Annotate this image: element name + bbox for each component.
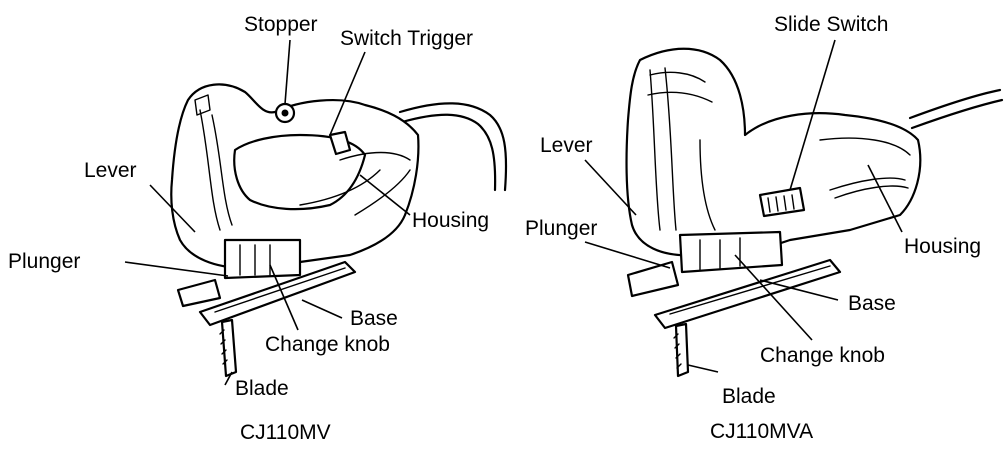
label-blade-left: Blade bbox=[235, 378, 289, 400]
label-plunger-left: Plunger bbox=[8, 251, 80, 273]
label-base-right: Base bbox=[848, 293, 896, 315]
label-lever-right: Lever bbox=[540, 135, 593, 157]
label-stopper-left: Stopper bbox=[244, 14, 318, 36]
model-name-left: CJ110MV bbox=[240, 422, 331, 444]
label-housing-right: Housing bbox=[904, 236, 981, 258]
label-switch-trigger-left: Switch Trigger bbox=[340, 28, 473, 50]
label-base-left: Base bbox=[350, 308, 398, 330]
label-change-knob-right: Change knob bbox=[760, 345, 885, 367]
right-jigsaw-illustration bbox=[627, 49, 1002, 376]
label-slide-switch-right: Slide Switch bbox=[774, 14, 888, 36]
leader-stopper-left bbox=[285, 40, 290, 104]
label-plunger-right: Plunger bbox=[525, 218, 597, 240]
leader-base-left bbox=[302, 300, 342, 318]
label-blade-right: Blade bbox=[722, 386, 776, 408]
label-change-knob-left: Change knob bbox=[265, 334, 390, 356]
label-lever-left: Lever bbox=[84, 160, 137, 182]
leader-blade-right bbox=[688, 365, 718, 372]
model-name-right: CJ110MVA bbox=[710, 421, 813, 443]
label-housing-left: Housing bbox=[412, 210, 489, 232]
